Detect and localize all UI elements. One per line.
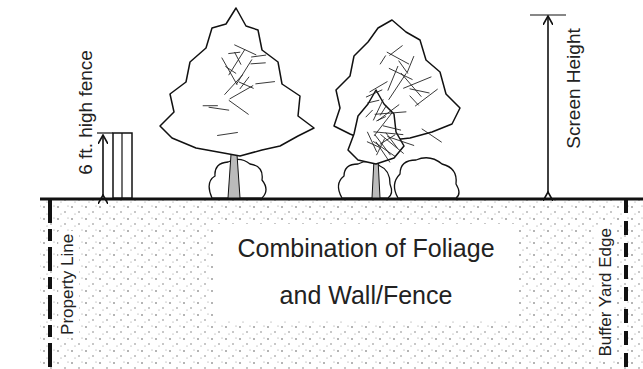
fence [113, 133, 132, 198]
property-line [48, 199, 52, 369]
tree-crowns [160, 8, 460, 164]
shrubs [209, 158, 459, 198]
buffer-yard-edge [624, 199, 628, 369]
diagram-label: Screen Height [564, 28, 585, 148]
diagram-label: Buffer Yard Edge [596, 225, 617, 360]
ground-stipple [40, 200, 643, 369]
diagram-label: 6 ft. high fence [76, 50, 97, 175]
screen-height-dimension [547, 17, 549, 193]
fence-dimension [102, 136, 104, 196]
diagram-label: Combination of Foliage and Wall/Fence [213, 224, 519, 321]
diagram-label: Property Line [59, 230, 80, 337]
